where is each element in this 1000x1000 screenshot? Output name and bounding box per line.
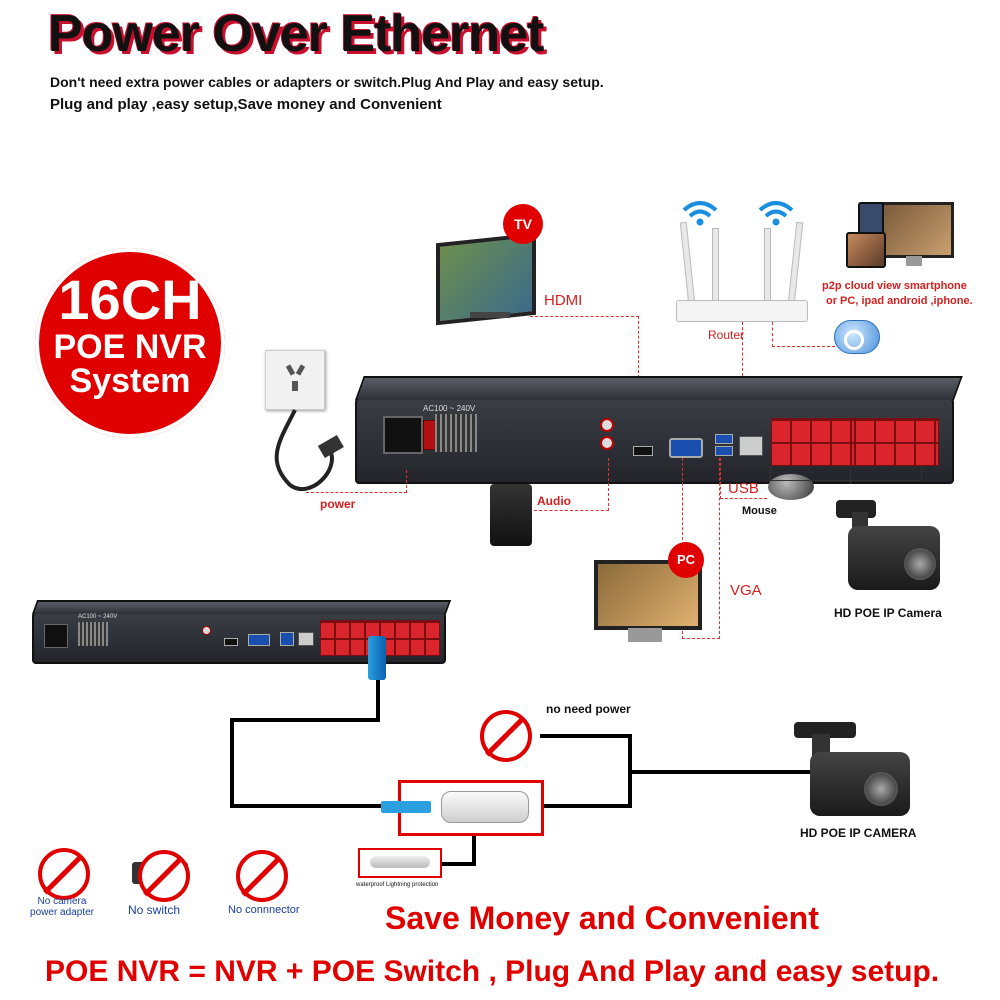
no-power-prohibited-icon bbox=[480, 710, 532, 762]
cable-segment bbox=[230, 718, 234, 808]
p2p-label-line-2: or PC, ipad android ,iphone. bbox=[826, 295, 973, 307]
router-label: Router bbox=[708, 328, 745, 342]
wifi-icon bbox=[758, 201, 794, 226]
audio-connector-line bbox=[534, 458, 609, 511]
no-camera-power-adapter-label: No camera power adapter bbox=[24, 896, 100, 918]
no-connector-icon bbox=[236, 850, 288, 902]
equation: POE NVR = NVR + POE Switch , Plug And Pl… bbox=[45, 955, 940, 988]
usb-label: USB bbox=[728, 480, 759, 497]
page-title: Power Over Ethernet bbox=[48, 5, 544, 63]
nvr-small-voltage-label: AC100 ~ 240V bbox=[78, 614, 118, 620]
cloud-globe-e-icon bbox=[844, 330, 864, 350]
mouse-label: Mouse bbox=[742, 505, 777, 517]
cable-segment bbox=[230, 718, 380, 722]
vga-label: VGA bbox=[730, 582, 762, 599]
ip-camera-bottom-icon bbox=[792, 722, 922, 822]
no-need-power-label: no need power bbox=[546, 702, 631, 716]
waterproof-connector-icon bbox=[358, 848, 442, 878]
tv-stand bbox=[470, 312, 510, 318]
hdmi-label: HDMI bbox=[544, 292, 583, 309]
wall-socket-icon bbox=[265, 350, 325, 410]
pc-monitor-stand bbox=[628, 628, 662, 642]
no-connector-label: No connnector bbox=[228, 904, 300, 916]
mouse-icon bbox=[768, 474, 814, 500]
usb-connector-line bbox=[720, 458, 767, 499]
no-switch-label: No switch bbox=[128, 903, 181, 917]
monitor-stand bbox=[906, 256, 922, 266]
power-connector-line bbox=[306, 470, 407, 493]
cloud-connector-line bbox=[772, 322, 835, 347]
nvr-voltage-label: AC100 ~ 240V bbox=[423, 404, 476, 413]
ip-camera-top-icon bbox=[832, 500, 952, 600]
p2p-label-line-1: p2p cloud view smartphone bbox=[822, 280, 967, 292]
no-camera-power-adapter-icon bbox=[38, 848, 90, 900]
camera-top-label: HD POE IP Camera bbox=[834, 606, 942, 620]
router-icon bbox=[676, 221, 808, 322]
poe-port-bank-1 bbox=[771, 418, 855, 466]
camera-connector-line bbox=[850, 466, 852, 484]
wifi-icon bbox=[682, 201, 718, 226]
waterproof-label: waterproof Lightning protection bbox=[356, 882, 439, 888]
cable-segment bbox=[376, 680, 380, 720]
poe-port-bank-2 bbox=[855, 418, 939, 466]
no-switch-icon bbox=[138, 850, 190, 902]
cable-segment bbox=[628, 770, 828, 774]
power-cable-icon bbox=[274, 409, 344, 492]
subtitle-line-2: Plug and play ,easy setup,Save money and… bbox=[50, 96, 442, 113]
monitor-icon bbox=[880, 202, 954, 258]
port-bracket-line bbox=[770, 466, 922, 481]
camera-bottom-label: HD POE IP CAMERA bbox=[800, 826, 917, 840]
no-camera-power-adapter-line-1: No camera bbox=[37, 896, 87, 907]
subtitle-line-1: Don't need extra power cables or adapter… bbox=[50, 74, 604, 90]
slogan: Save Money and Convenient bbox=[385, 900, 819, 936]
poe-coupler-box bbox=[381, 780, 544, 836]
cable-segment bbox=[440, 862, 476, 866]
smartphone-icon bbox=[846, 232, 886, 268]
badge-line-2: POE NVR bbox=[53, 328, 207, 366]
no-camera-power-adapter-line-2: power adapter bbox=[30, 907, 94, 918]
badge-line-1: 16CH bbox=[58, 268, 202, 331]
nvr-badge: 16CH POE NVR System bbox=[35, 248, 225, 438]
cable-segment bbox=[472, 826, 476, 864]
pc-badge: PC bbox=[668, 542, 704, 578]
badge-line-3: System bbox=[69, 362, 191, 400]
cable-segment bbox=[540, 734, 632, 738]
speaker-icon bbox=[490, 484, 532, 546]
audio-label: Audio bbox=[537, 494, 571, 508]
tv-badge: TV bbox=[503, 204, 543, 244]
power-label: power bbox=[320, 497, 356, 511]
nvr-main-unit: AC100 ~ 240V bbox=[355, 376, 963, 484]
cable-segment bbox=[230, 804, 400, 808]
cable-segment bbox=[540, 804, 630, 808]
ethernet-plug-icon bbox=[368, 636, 386, 680]
